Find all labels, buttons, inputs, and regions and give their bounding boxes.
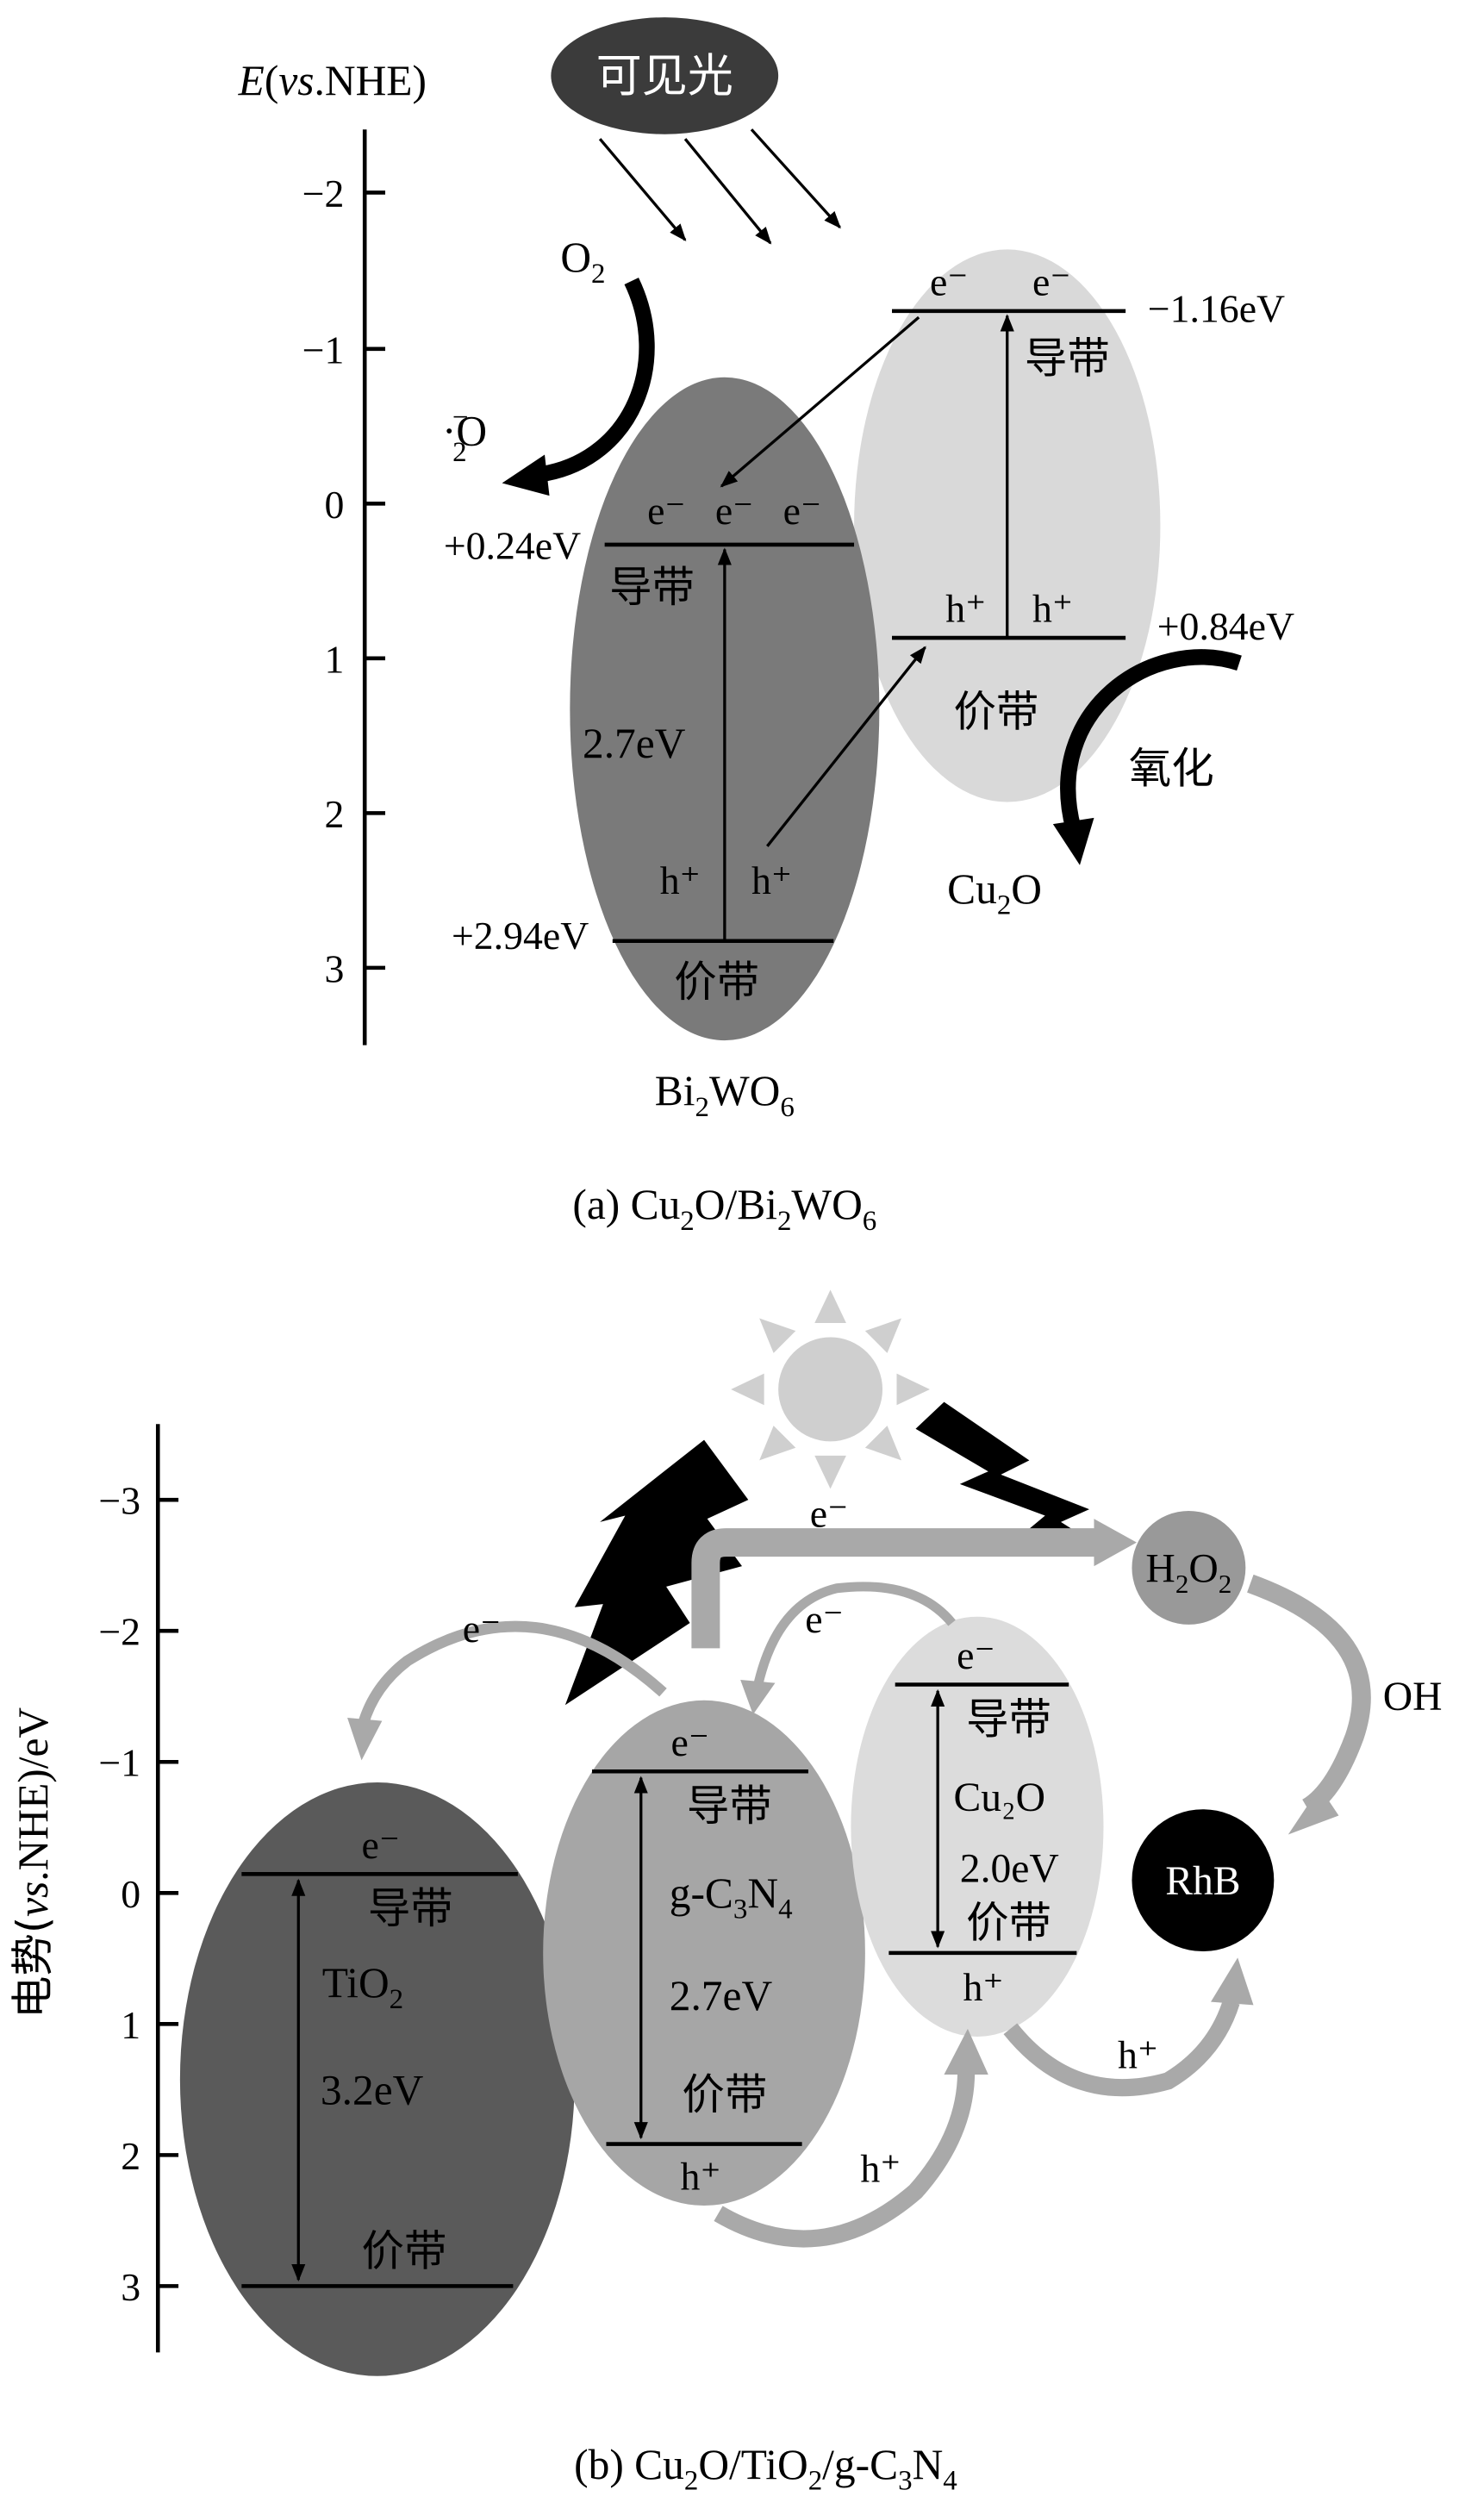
tick-label-b: −2 <box>98 1610 140 1654</box>
caption-b: (b) Cu2O/TiO2/g-C3N4 <box>574 2441 957 2497</box>
axis-b-label: 电势(vs.NHE)/eV <box>8 1707 58 2019</box>
panel-a: −2 −1 0 1 2 3 E(vs.NHE) 可见光 e⁻ e⁻ e⁻ +0.… <box>238 17 1294 1237</box>
bi2wo6-electron: e⁻ <box>783 489 822 533</box>
tick-label-b: 2 <box>121 2134 140 2178</box>
hole-transfer-label: h⁺ <box>1118 2033 1158 2077</box>
axis-b-ticks <box>158 1497 179 2288</box>
cu2o-b-cb-label: 导带 <box>966 1694 1051 1744</box>
gc3n4-band-gap: 2.7eV <box>670 1972 773 2019</box>
gc3n4-hole: h⁺ <box>681 2155 721 2199</box>
bi2wo6-vb-energy: +2.94eV <box>452 914 589 958</box>
electron-transfer-arrowhead-cu2o-gc3n4 <box>740 1679 776 1715</box>
panel-b: −3 −2 −1 0 1 2 3 电势(vs.NHE)/eV e⁻ H2O2 <box>8 1289 1443 2497</box>
tick-label-b: −3 <box>98 1479 140 1523</box>
gc3n4-cb-label: 导带 <box>687 1781 772 1831</box>
hole-transfer-label: h⁺ <box>860 2146 901 2190</box>
cu2o-vb-energy: +0.84eV <box>1157 604 1294 648</box>
electron-transfer-label: e⁻ <box>810 1491 849 1535</box>
tick-label-a: −1 <box>302 328 345 371</box>
tio2-band-ellipse <box>179 1782 575 2376</box>
tick-label-a: −2 <box>302 172 345 215</box>
tick-label-a: 1 <box>325 637 345 681</box>
oh-label: OH <box>1383 1675 1443 1719</box>
electron-transfer-label: e⁻ <box>463 1607 502 1651</box>
superoxide-label: ·O−2 <box>442 403 487 468</box>
tick-label-b: 3 <box>121 2265 140 2309</box>
sun-icon <box>731 1289 930 1489</box>
cu2o-b-band-ellipse <box>851 1616 1104 2037</box>
hole-transfer-arrowhead-gc3n4-cu2o <box>944 2028 988 2075</box>
electron-pathway-arrow <box>691 1528 1098 1649</box>
cu2o-hole: h⁺ <box>1032 587 1073 631</box>
rhb-label: RhB <box>1165 1859 1240 1904</box>
tick-label-b: 1 <box>121 2003 140 2047</box>
bi2wo6-hole: h⁺ <box>660 858 701 902</box>
electron-transfer-arrowhead-gc3n4-tio2 <box>347 1717 383 1761</box>
electron-transfer-arrow <box>720 315 920 488</box>
h2o2-circle <box>1132 1510 1246 1625</box>
axis-a-ticks <box>365 190 386 970</box>
oxidation-curved-arrow <box>1060 649 1242 832</box>
visible-light-badge <box>551 17 779 134</box>
rhb-circle <box>1132 1809 1275 1952</box>
cu2o-b-electron: e⁻ <box>957 1633 995 1677</box>
light-ray-arrows <box>598 128 841 245</box>
caption-a: (a) Cu2O/Bi2WO6 <box>572 1181 876 1237</box>
tick-label-a: 3 <box>325 946 345 990</box>
tick-label-a: 2 <box>325 792 345 836</box>
gc3n4-band-ellipse <box>543 1700 865 2206</box>
bi2wo6-band-gap: 2.7eV <box>583 720 686 767</box>
cu2o-cb-label: 导带 <box>1025 333 1110 383</box>
bi2wo6-hole: h⁺ <box>751 858 792 902</box>
h2o2-label: H2O2 <box>1145 1546 1231 1599</box>
electron-transfer-arrow-cu2o-gc3n4 <box>752 1582 956 1688</box>
oxidation-label: 氧化 <box>1129 744 1214 794</box>
gc3n4-electron: e⁻ <box>671 1720 710 1764</box>
lightning-bolt-left-icon <box>564 1439 749 1706</box>
hydroxyl-arrowhead <box>1288 1787 1339 1835</box>
bi2wo6-electron: e⁻ <box>647 489 686 533</box>
electron-transfer-label: e⁻ <box>805 1597 844 1641</box>
electron-pathway-arrowhead <box>1094 1519 1137 1567</box>
oxidation-arrowhead <box>1052 817 1094 865</box>
tick-label-a: 0 <box>325 483 345 527</box>
axis-a-label: E(vs.NHE) <box>238 57 427 104</box>
bi2wo6-cb-label: 导带 <box>609 562 695 612</box>
tio2-cb-label: 导带 <box>368 1883 453 1933</box>
cu2o-b-hole: h⁺ <box>963 1965 1003 2009</box>
gc3n4-vb-label: 价带 <box>682 2069 767 2119</box>
cu2o-b-vb-label: 价带 <box>966 1898 1051 1948</box>
tio2-vb-label: 价带 <box>362 2226 447 2276</box>
bi2wo6-vb-label: 价带 <box>674 957 759 1007</box>
gc3n4-name: g-C3N4 <box>670 1869 793 1925</box>
tick-label-b: −1 <box>98 1741 140 1785</box>
visible-light-label: 可见光 <box>596 49 733 103</box>
hole-transfer-arrowhead-cu2o-rhb <box>1211 1957 1254 2006</box>
bi2wo6-electron: e⁻ <box>715 489 754 533</box>
bi2wo6-cb-energy: +0.24eV <box>444 523 581 567</box>
hydroxyl-curved-arrow <box>1247 1574 1371 1816</box>
electron-transfer-arrow-gc3n4-tio2 <box>358 1620 667 1726</box>
cu2o-cb-energy: −1.16eV <box>1148 287 1285 331</box>
hole-transfer-arrow-gc3n4-cu2o <box>714 2071 976 2248</box>
cu2o-electron: e⁻ <box>930 260 969 304</box>
o2-reduction-arrowhead <box>502 454 550 496</box>
o2-reduction-curved-arrow <box>543 278 655 482</box>
cu2o-hole: h⁺ <box>945 587 986 631</box>
cu2o-vb-label: 价带 <box>953 687 1038 737</box>
hole-transfer-arrow-cu2o-rhb <box>1003 1999 1240 2097</box>
tio2-band-gap: 3.2eV <box>321 2067 424 2114</box>
bi2wo6-name: Bi2WO6 <box>655 1067 795 1123</box>
o2-label: O2 <box>560 234 605 290</box>
hole-transfer-arrow <box>766 646 926 847</box>
cu2o-b-band-gap: 2.0eV <box>960 1846 1059 1891</box>
tio2-name: TiO2 <box>322 1959 403 2015</box>
tick-label-b: 0 <box>121 1872 140 1916</box>
tio2-electron: e⁻ <box>362 1823 400 1867</box>
lightning-bolt-right-icon <box>915 1401 1113 1556</box>
cu2o-b-name: Cu₂O <box>953 1775 1045 1820</box>
cu2o-electron: e⁻ <box>1032 260 1071 304</box>
cu2o-product-label: Cu2O <box>947 865 1042 921</box>
